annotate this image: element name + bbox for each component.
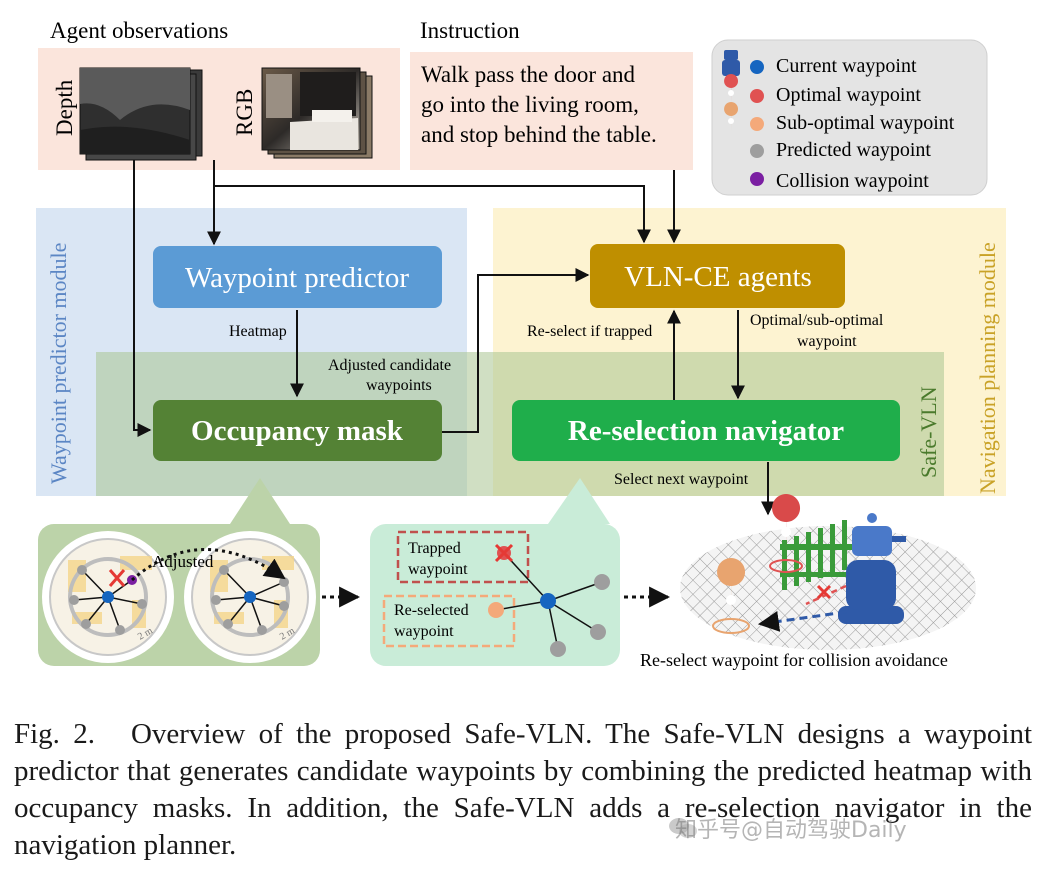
figure-caption: Fig. 2.Overview of the proposed Safe-VLN… bbox=[14, 716, 1032, 864]
legend-label-collision: Collision waypoint bbox=[776, 170, 929, 192]
legend-bg bbox=[711, 39, 988, 196]
legend-dot-current bbox=[750, 60, 764, 74]
watermark: 知乎号@自动驾驶Daily bbox=[675, 818, 907, 843]
collision-avoidance-scene: Re-select waypoint for collision avoidan… bbox=[640, 494, 976, 670]
label-adjusted-candidate-2: waypoints bbox=[366, 377, 432, 394]
occupancy-mask-box: Occupancy mask bbox=[153, 400, 442, 461]
reselected-label-1: Re-selected bbox=[394, 602, 469, 619]
trapped-label-1: Trapped bbox=[408, 540, 461, 557]
pin-icon-optimal bbox=[724, 74, 739, 104]
legend-dot-predicted bbox=[750, 144, 764, 158]
rgb-label: RGB bbox=[232, 89, 257, 136]
depth-image bbox=[79, 67, 203, 161]
optimal-pin-icon bbox=[769, 494, 803, 573]
edge-occupancy-to-agents bbox=[442, 268, 590, 433]
reselected-path bbox=[757, 610, 847, 632]
connectors bbox=[133, 160, 775, 516]
instruction-line-1: Walk pass the door and bbox=[421, 62, 636, 87]
waypoint-predictor-label: Waypoint predictor bbox=[185, 262, 409, 294]
reselect-caption: Re-select waypoint for collision avoidan… bbox=[640, 650, 948, 670]
pin-icon-suboptimal bbox=[724, 102, 739, 132]
agent-observations-panel: Agent observations Depth RGB bbox=[38, 18, 400, 170]
instruction-line-2: go into the living room, bbox=[421, 92, 639, 117]
legend-dot-collision bbox=[750, 172, 764, 186]
instruction-line-3: and stop behind the table. bbox=[421, 122, 657, 147]
label-select-next-waypoint: Select next waypoint bbox=[614, 471, 749, 488]
suboptimal-pin-icon bbox=[712, 558, 750, 634]
reselection-navigator-box: Re-selection navigator bbox=[512, 400, 900, 461]
legend-dot-optimal bbox=[750, 89, 764, 103]
legend-label-optimal: Optimal waypoint bbox=[776, 84, 921, 106]
trapped-box bbox=[396, 530, 530, 584]
legend-dot-suboptimal bbox=[750, 117, 764, 131]
occupancy-callout: 2 m 2 m Adjusted bbox=[38, 478, 320, 666]
caption-text: Overview of the proposed Safe-VLN. The S… bbox=[14, 718, 1033, 861]
adjusted-arrow bbox=[131, 548, 286, 582]
depth-label: Depth bbox=[52, 79, 77, 136]
edge-rgb-to-agents bbox=[214, 185, 651, 244]
occupancy-map-left: 2 m bbox=[42, 531, 174, 663]
safe-vln-label: Safe-VLN bbox=[916, 386, 941, 478]
robot-icon bbox=[722, 50, 740, 76]
reselected-box bbox=[382, 594, 516, 648]
legend-label-suboptimal: Sub-optimal waypoint bbox=[776, 112, 955, 134]
label-optimal-suboptimal-1: Optimal/sub-optimal bbox=[750, 312, 884, 329]
legend: Current waypoint Optimal waypoint Sub-op… bbox=[711, 39, 988, 196]
rgb-image bbox=[261, 67, 373, 159]
safe-vln-diagram: Agent observations Depth RGB Instruction… bbox=[36, 18, 1006, 670]
agent-observations-title: Agent observations bbox=[50, 18, 228, 43]
robot-agent-icon bbox=[838, 513, 906, 624]
instruction-bg bbox=[410, 52, 693, 170]
blocked-x-icon bbox=[816, 584, 832, 600]
vln-ce-agents-label: VLN-CE agents bbox=[624, 261, 812, 293]
legend-label-predicted: Predicted waypoint bbox=[776, 139, 931, 161]
waypoint-predictor-box: Waypoint predictor bbox=[153, 246, 442, 308]
label-heatmap: Heatmap bbox=[229, 323, 287, 340]
vln-ce-agents-box: VLN-CE agents bbox=[590, 244, 845, 308]
reselection-navigator-label: Re-selection navigator bbox=[568, 415, 844, 447]
edge-depth-to-occupancy bbox=[133, 160, 152, 437]
waypoint-predictor-module-label: Waypoint predictor module bbox=[46, 243, 71, 484]
trapped-label-2: waypoint bbox=[408, 561, 468, 578]
legend-label-current: Current waypoint bbox=[776, 55, 917, 77]
label-adjusted-candidate-1: Adjusted candidate bbox=[328, 357, 451, 374]
occupancy-mask-label: Occupancy mask bbox=[191, 415, 404, 447]
reselection-callout: Trapped waypoint Re-selected waypoint bbox=[370, 478, 620, 666]
instruction-title: Instruction bbox=[420, 18, 520, 43]
wechat-icon bbox=[669, 818, 697, 838]
label-optimal-suboptimal-2: waypoint bbox=[797, 333, 857, 350]
adjusted-label: Adjusted bbox=[152, 552, 214, 571]
instruction-panel: Instruction Walk pass the door and go in… bbox=[410, 18, 693, 170]
reselected-label-2: waypoint bbox=[394, 623, 454, 640]
occupancy-map-right: 2 m bbox=[184, 531, 316, 663]
label-reselect-if-trapped: Re-select if trapped bbox=[527, 323, 652, 340]
navigation-planning-module-label: Navigation planning module bbox=[975, 242, 1000, 494]
caption-fig-number: Fig. 2. bbox=[14, 718, 95, 750]
